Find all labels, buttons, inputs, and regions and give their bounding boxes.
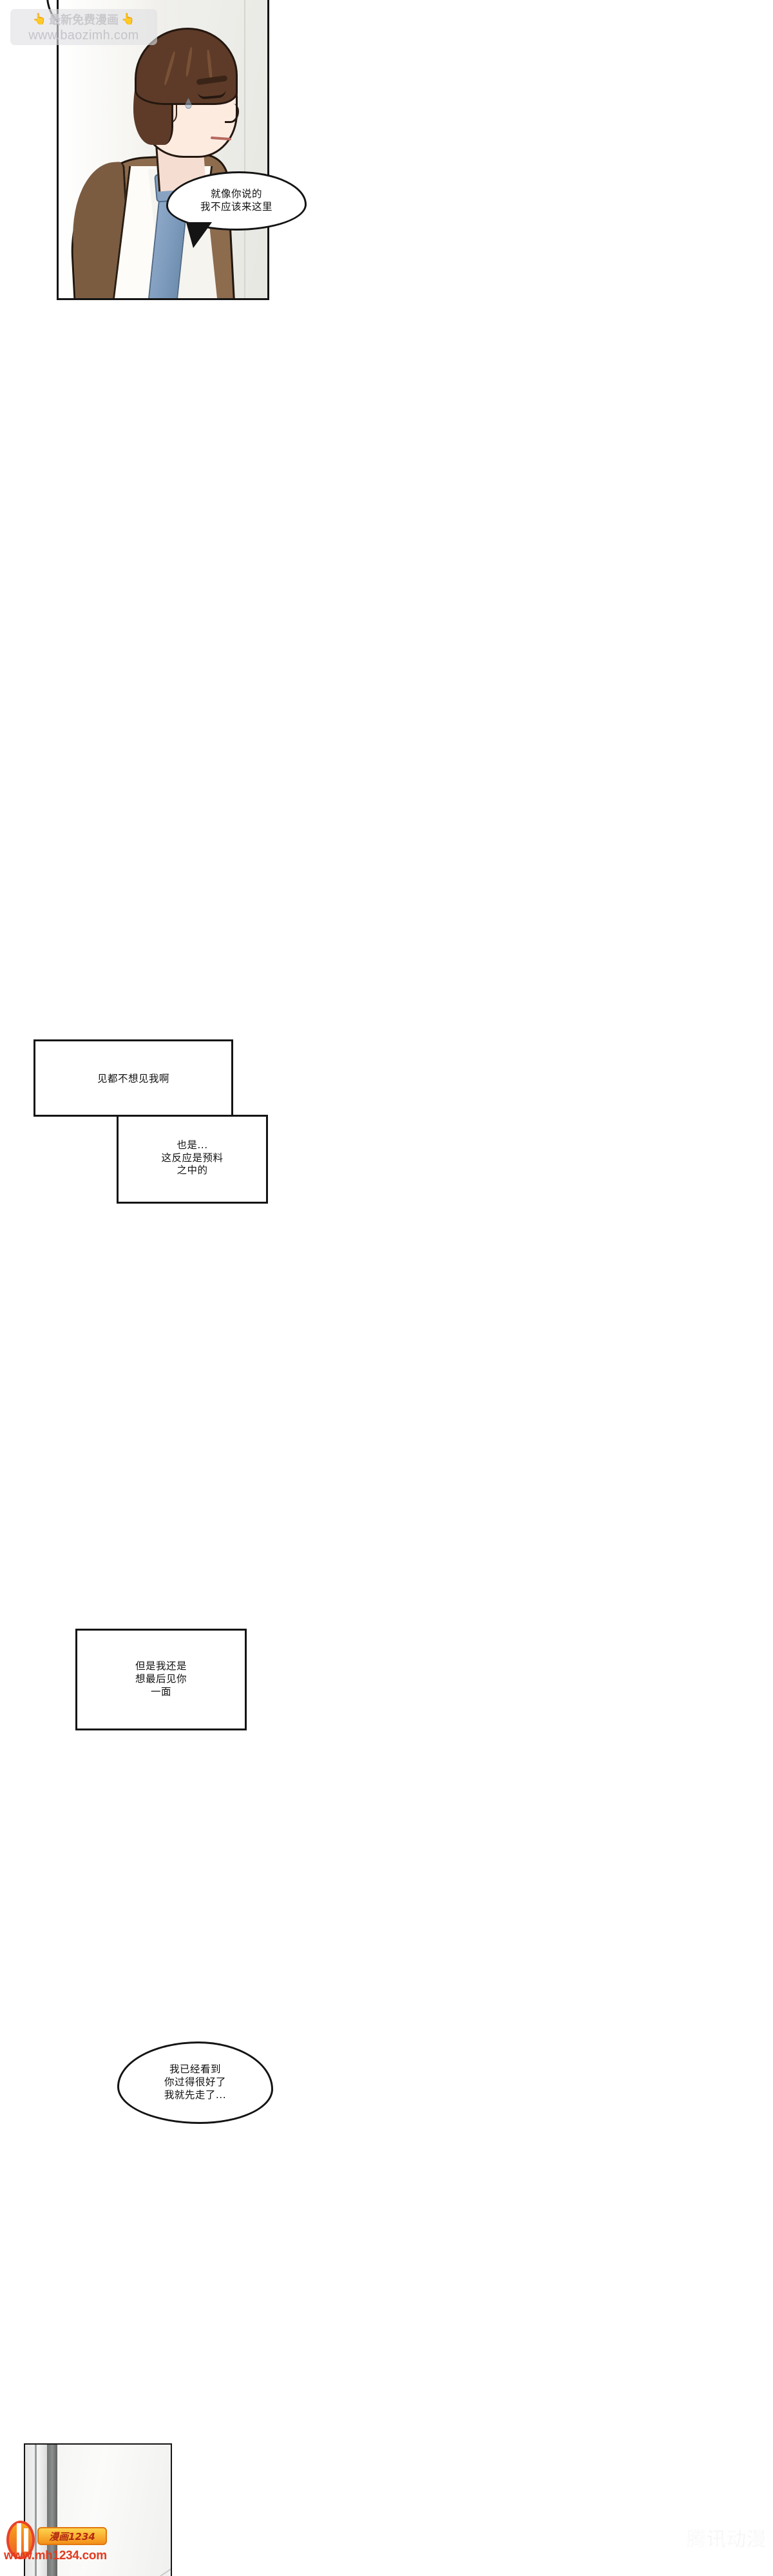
narration-box-2: 也是... 这反应是预料 之中的 <box>117 1115 268 1204</box>
narration-box-1: 见都不想见我啊 <box>33 1039 233 1117</box>
narration-box-3: 但是我还是 想最后见你 一面 <box>75 1629 247 1730</box>
balloon-1-tail <box>186 222 212 248</box>
narration-box-3-text: 但是我还是 想最后见你 一面 <box>135 1660 187 1698</box>
balloon-1: 就像你说的 我不应该来这里 <box>166 171 307 231</box>
character-nose <box>225 104 239 123</box>
balloon-2-text: 我已经看到 你过得很好了 我就先走了... <box>164 2063 227 2101</box>
narration-box-1-bottom-edge <box>33 1115 119 1117</box>
logo-mark-bar <box>17 2523 21 2557</box>
panel-top-man-profile <box>57 0 269 300</box>
narration-box-2-top-edge <box>117 1115 268 1117</box>
wall-edge-line <box>244 0 245 298</box>
narration-box-2-text: 也是... 这反应是预料 之中的 <box>161 1139 224 1177</box>
watermark-tencent-comic: 腾讯动漫 <box>687 2528 767 2552</box>
balloon-1-text: 就像你说的 我不应该来这里 <box>200 188 272 213</box>
balloon-2: 我已经看到 你过得很好了 我就先走了... <box>117 2041 273 2124</box>
panel-bottom-door <box>24 2443 172 2576</box>
door-mullion <box>35 2445 37 2576</box>
pointing-hand-icon: 👆 <box>32 13 46 26</box>
narration-box-1-text: 见都不想见我啊 <box>97 1072 169 1084</box>
floor-line <box>113 2560 171 2576</box>
door-jamb <box>47 2445 57 2576</box>
